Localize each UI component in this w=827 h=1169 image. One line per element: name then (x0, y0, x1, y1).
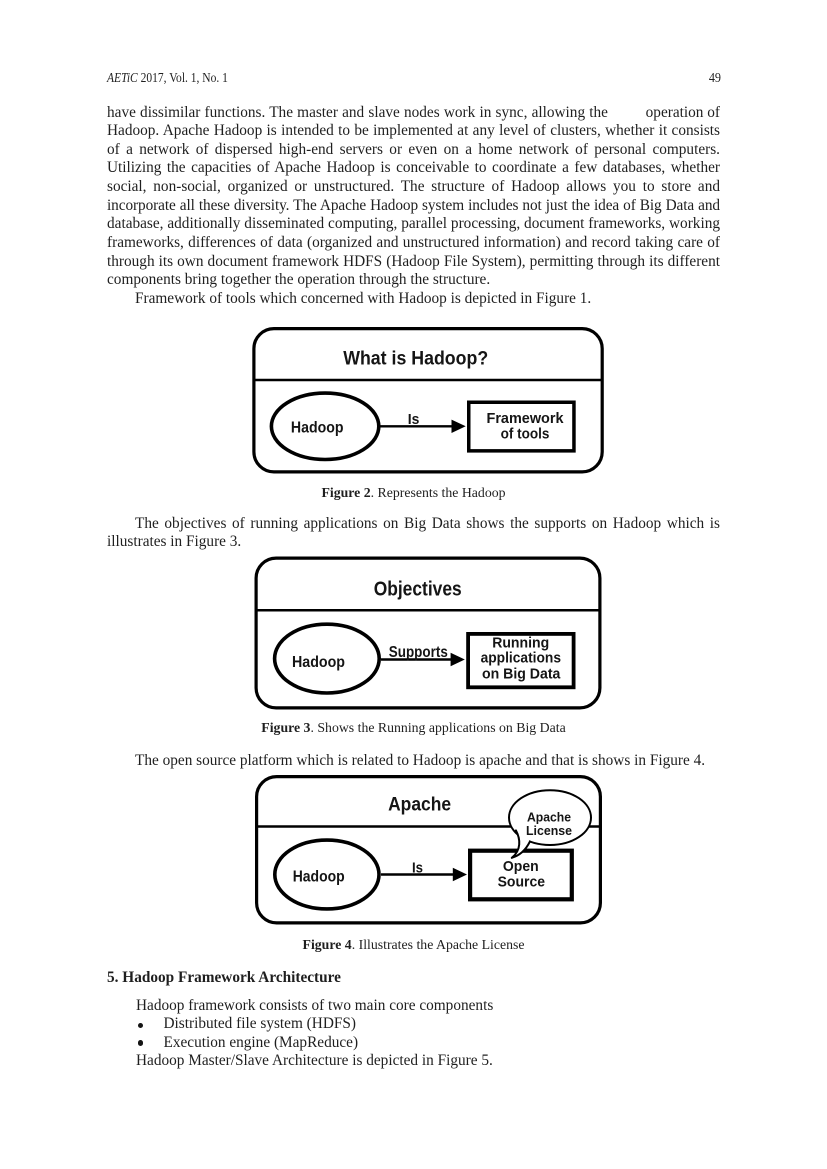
svg-text:Apache: Apache (388, 794, 451, 816)
svg-text:on Big Data: on Big Data (482, 666, 561, 682)
svg-text:of tools: of tools (501, 427, 550, 443)
svg-text:Supports: Supports (389, 644, 448, 661)
svg-text:Hadoop: Hadoop (293, 869, 345, 886)
svg-text:Is: Is (408, 411, 420, 428)
svg-text:Open: Open (503, 858, 539, 875)
svg-text:Source: Source (498, 873, 545, 890)
svg-text:Hadoop: Hadoop (292, 654, 345, 671)
svg-text:Hadoop: Hadoop (291, 420, 344, 437)
svg-text:Running: Running (492, 635, 549, 651)
svg-text:License: License (526, 823, 572, 838)
svg-text:Objectives: Objectives (374, 578, 462, 600)
svg-text:What is Hadoop?: What is Hadoop? (343, 348, 488, 370)
svg-text:Framework: Framework (487, 411, 564, 427)
svg-text:Is: Is (412, 860, 423, 877)
svg-text:Apache: Apache (527, 810, 571, 825)
svg-text:applications: applications (481, 651, 561, 667)
